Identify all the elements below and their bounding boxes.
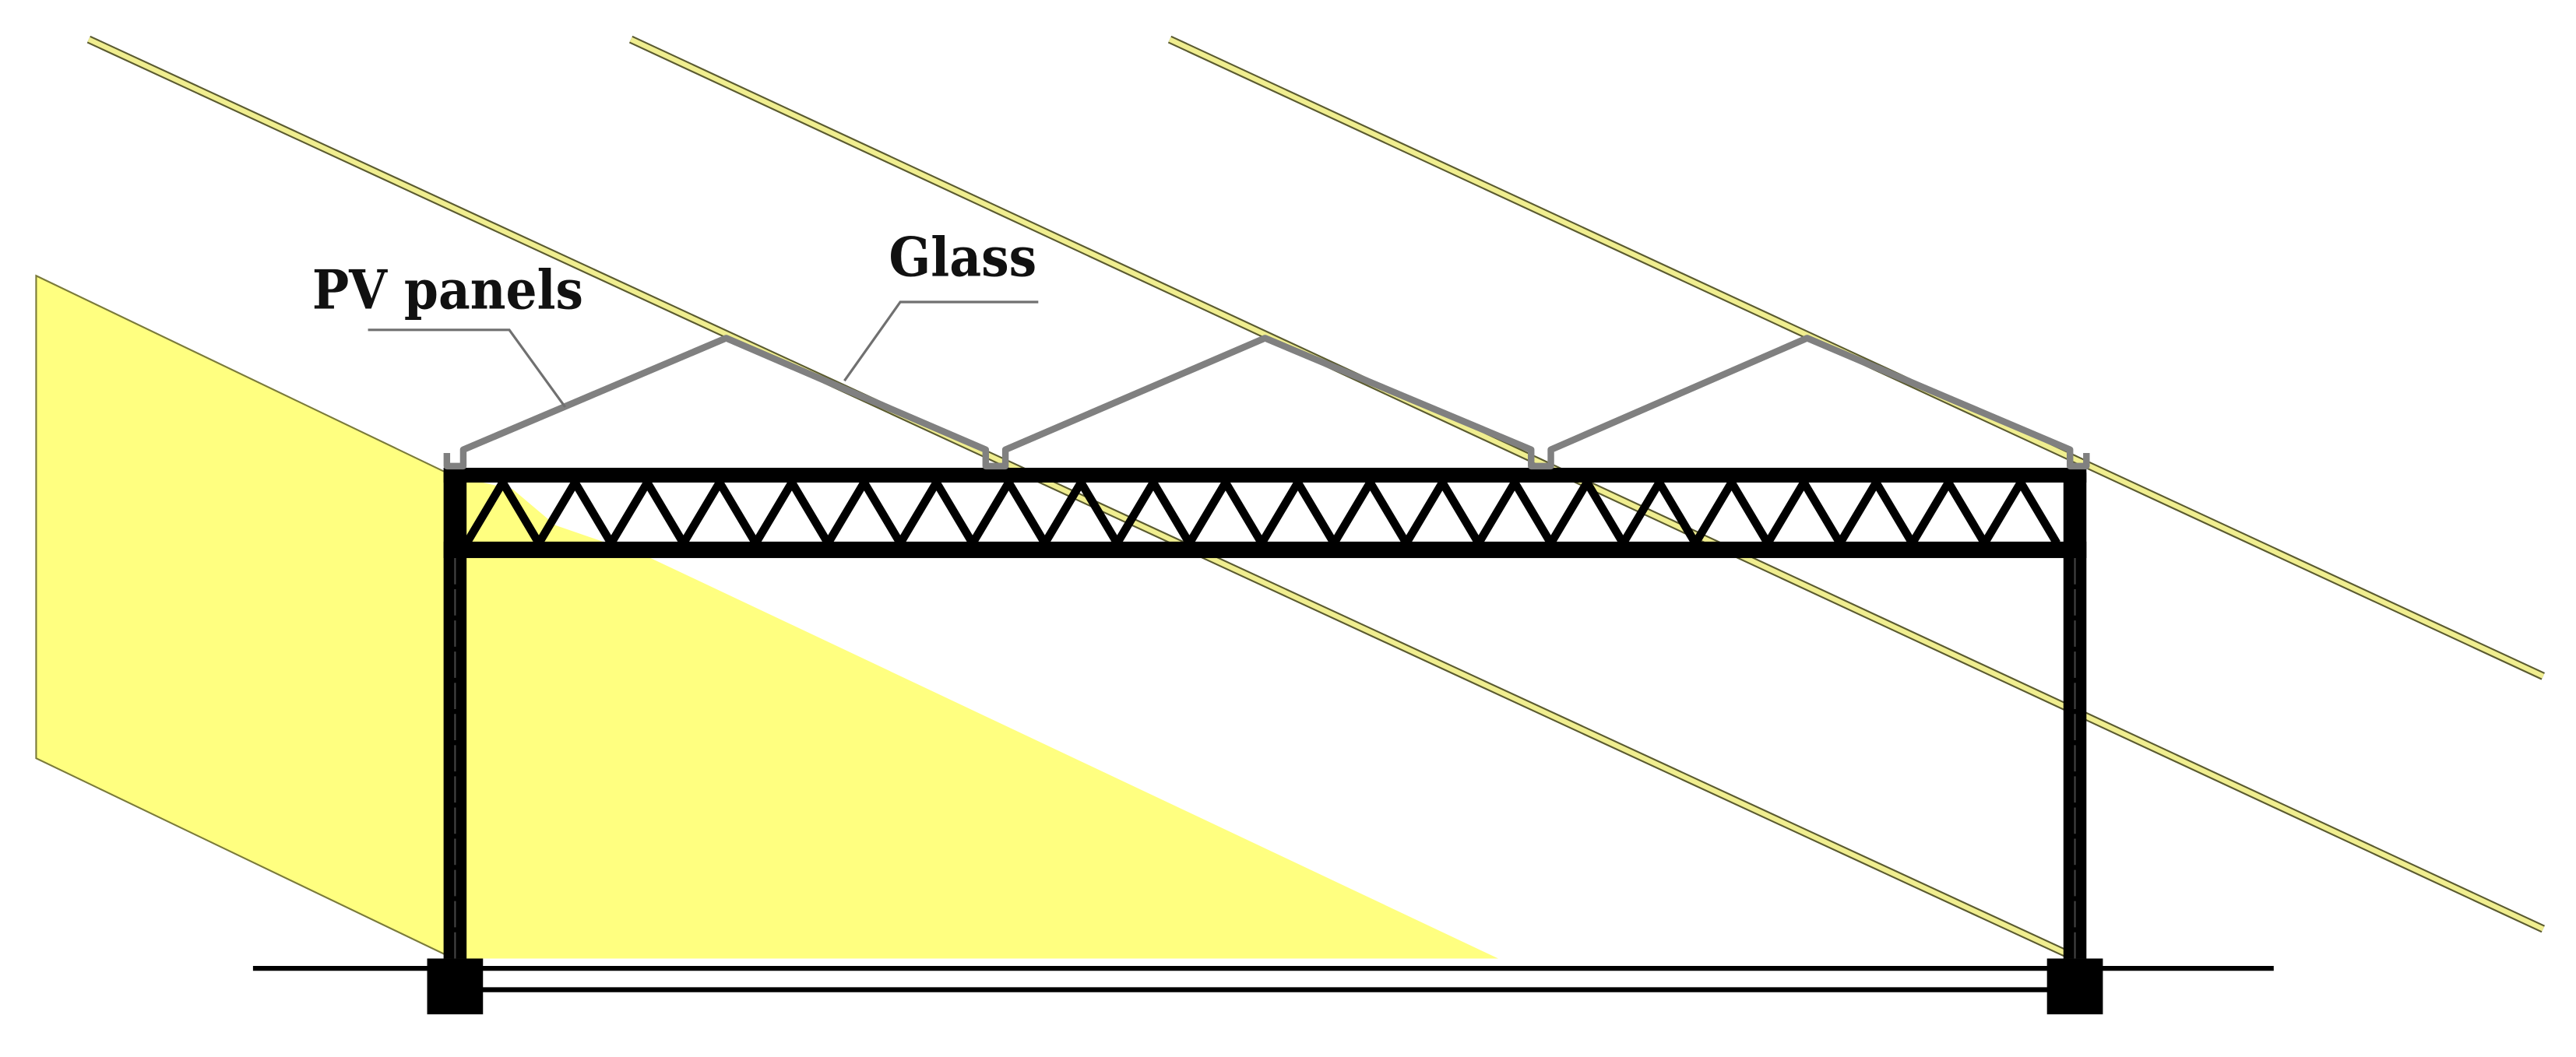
pv-panels-leader-line (368, 328, 567, 408)
sunlight-patch (35, 274, 455, 960)
glass-panel (1263, 335, 1533, 453)
roof-bay-1 (443, 335, 2090, 470)
roof-truss (443, 467, 2087, 558)
pv-panel (462, 335, 728, 453)
footing-right (2046, 958, 2103, 1015)
sun-ray (86, 35, 2072, 960)
glass-panel (724, 335, 987, 453)
truss-bottom-chord (443, 541, 2087, 558)
footing-left (427, 958, 484, 1015)
truss-top-chord (443, 467, 2087, 483)
sunlight-patch-floor (453, 476, 1499, 959)
pv-panels-label: PV panels (312, 258, 583, 321)
glass-label: Glass (889, 226, 1036, 289)
truss-web (463, 474, 2060, 552)
roof-panels (443, 335, 2090, 470)
pv-panel (1004, 335, 1267, 453)
glass-leader-line (843, 300, 1039, 382)
glass-panel (1806, 335, 2071, 453)
pv-panel (1549, 335, 1809, 453)
